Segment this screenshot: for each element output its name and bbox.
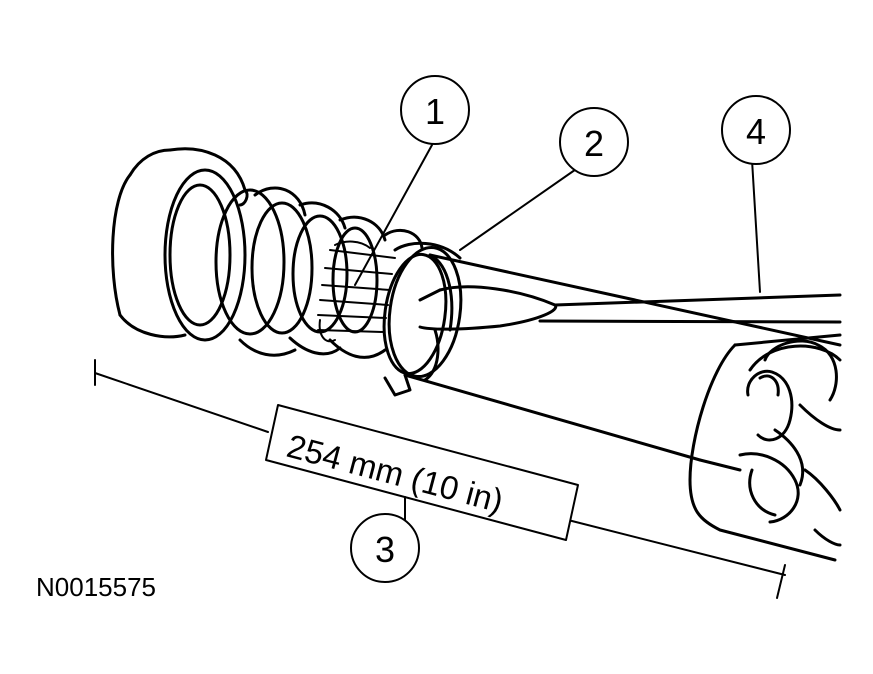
boot-clamp <box>382 241 463 397</box>
dimension-label-box: 254 mm (10 in) <box>265 404 579 541</box>
tie-rod-housing <box>688 333 842 562</box>
callout-4-number: 4 <box>746 111 766 152</box>
callout-2-number: 2 <box>584 123 604 164</box>
figure-reference-number: N0015575 <box>36 572 156 602</box>
dimension-line <box>94 359 786 599</box>
callout-3: 3 <box>350 513 420 583</box>
rubber-bellows-boot <box>111 147 424 359</box>
leader-lines <box>354 144 761 521</box>
callout-3-number: 3 <box>375 529 395 570</box>
callout-1-number: 1 <box>425 91 445 132</box>
callout-4: 4 <box>721 95 791 165</box>
rack-housing-tube <box>403 253 842 472</box>
screwdriver <box>418 285 842 331</box>
callout-2: 2 <box>559 107 629 177</box>
callout-1: 1 <box>400 75 470 145</box>
